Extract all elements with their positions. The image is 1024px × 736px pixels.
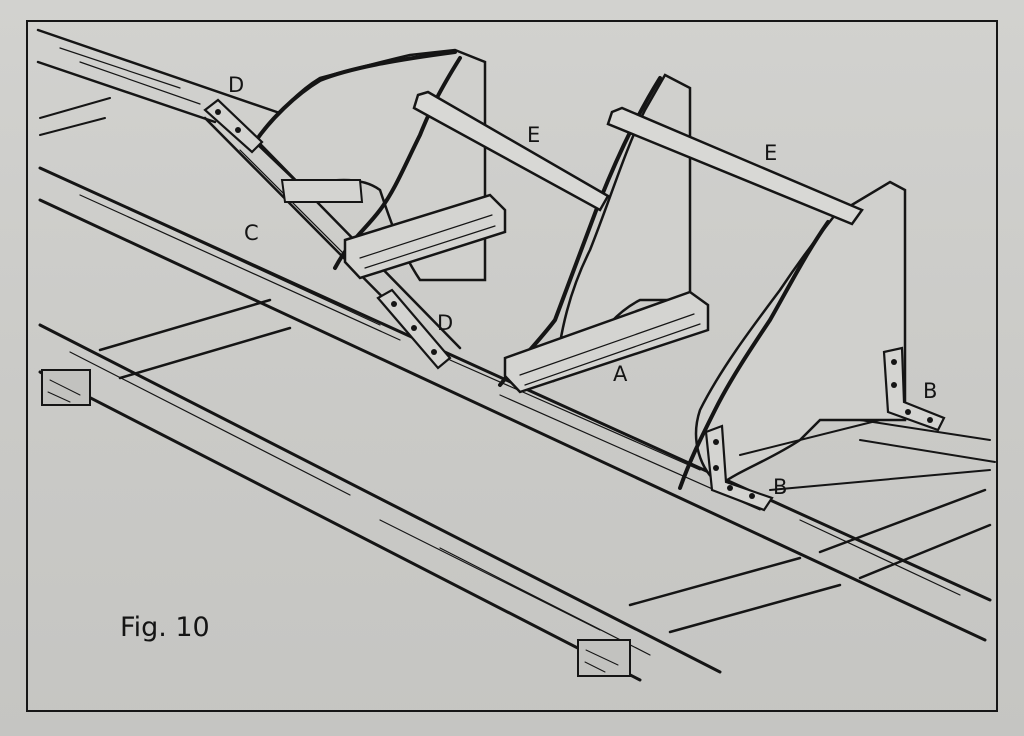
label-e-left: E (527, 123, 540, 147)
rail-e-right (606, 106, 864, 226)
floor-board (739, 419, 991, 491)
figure-caption: Fig. 10 (120, 612, 210, 643)
label-d-top: D (228, 73, 244, 97)
label-e-right: E (764, 141, 777, 165)
label-d-lower: D (437, 311, 453, 335)
bracket-b-upper (882, 346, 946, 432)
tread-upper (343, 193, 507, 280)
tread-lower (503, 290, 710, 394)
back-rail-end (39, 97, 111, 136)
bracket-d-top (203, 98, 264, 154)
label-b-lower: B (773, 475, 787, 499)
figure-frame (26, 20, 998, 712)
tread-top-small (280, 179, 364, 203)
bracket-b-lower (704, 424, 774, 512)
bracket-d-lower (376, 288, 452, 370)
label-c: C (244, 221, 259, 245)
front-beam (38, 323, 722, 682)
label-a: A (613, 362, 628, 386)
rail-e-left (412, 90, 610, 212)
label-b-upper: B (923, 379, 937, 403)
side-panel-right (678, 180, 907, 490)
back-rail (36, 28, 302, 124)
cross-joists (98, 298, 996, 634)
